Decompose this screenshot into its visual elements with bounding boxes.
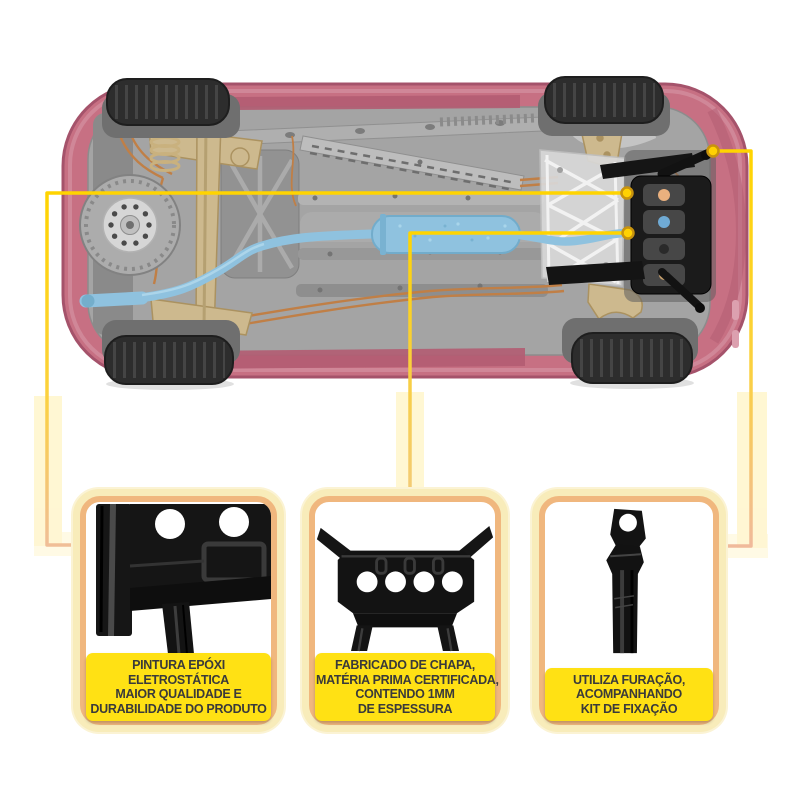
caption-line: ACOMPANHANDO: [576, 687, 682, 701]
callout-dot-strut: [706, 144, 720, 158]
callout-line-right: [713, 149, 753, 548]
body-sills: [190, 95, 747, 369]
caption-mounting-kit: UTILIZA FURAÇÃO, ACOMPANHANDO KIT DE FIX…: [545, 667, 713, 721]
caption-line: DURABILIDADE DO PRODUTO: [90, 701, 267, 716]
caption-line: MATÉRIA PRIMA CERTIFICADA,: [316, 672, 499, 687]
panel-sheet-metal: FABRICADO DE CHAPA, MATÉRIA PRIMA CERTIF…: [302, 489, 508, 732]
caption-line: CONTENDO 1MM: [355, 687, 455, 701]
crossmember-photo: [316, 525, 494, 652]
callout-dot-plate-lower: [621, 226, 635, 240]
skid-plate-product: [546, 148, 716, 313]
callout-lines: [45, 149, 753, 548]
caption-line: DE ESPESSURA: [357, 701, 453, 716]
strap-bracket-photo: [606, 508, 646, 654]
wheels: [79, 76, 698, 390]
caption-sheet-metal: FABRICADO DE CHAPA, MATÉRIA PRIMA CERTIF…: [315, 653, 499, 721]
callout-line-left: [45, 191, 627, 547]
car-underbody-illustration: [34, 76, 768, 558]
callout-dot-plate-upper: [620, 186, 634, 200]
tire-rear-left: [104, 335, 234, 385]
bracket-closeup-photo: [96, 504, 271, 654]
caption-line: MAIOR QUALIDADE E: [115, 687, 242, 701]
caption-line: UTILIZA FURAÇÃO,: [572, 672, 686, 687]
panel-mounting-kit: UTILIZA FURAÇÃO, ACOMPANHANDO KIT DE FIX…: [532, 489, 726, 732]
caption-epoxy-paint: PINTURA EPÓXI ELETROSTÁTICA MAIOR QUALID…: [86, 653, 271, 721]
panel-epoxy-paint: PINTURA EPÓXI ELETROSTÁTICA MAIOR QUALID…: [73, 489, 284, 732]
callout-dots: [620, 144, 720, 240]
caption-line: FABRICADO DE CHAPA,: [335, 658, 475, 672]
caption-line: ELETROSTÁTICA: [128, 672, 229, 687]
front-subframe-lattice: [539, 149, 626, 287]
caption-line: PINTURA EPÓXI: [132, 658, 225, 672]
callout-line-middle: [408, 231, 628, 492]
caption-line: KIT DE FIXAÇÃO: [580, 701, 678, 716]
spare-wheel: [79, 174, 181, 276]
